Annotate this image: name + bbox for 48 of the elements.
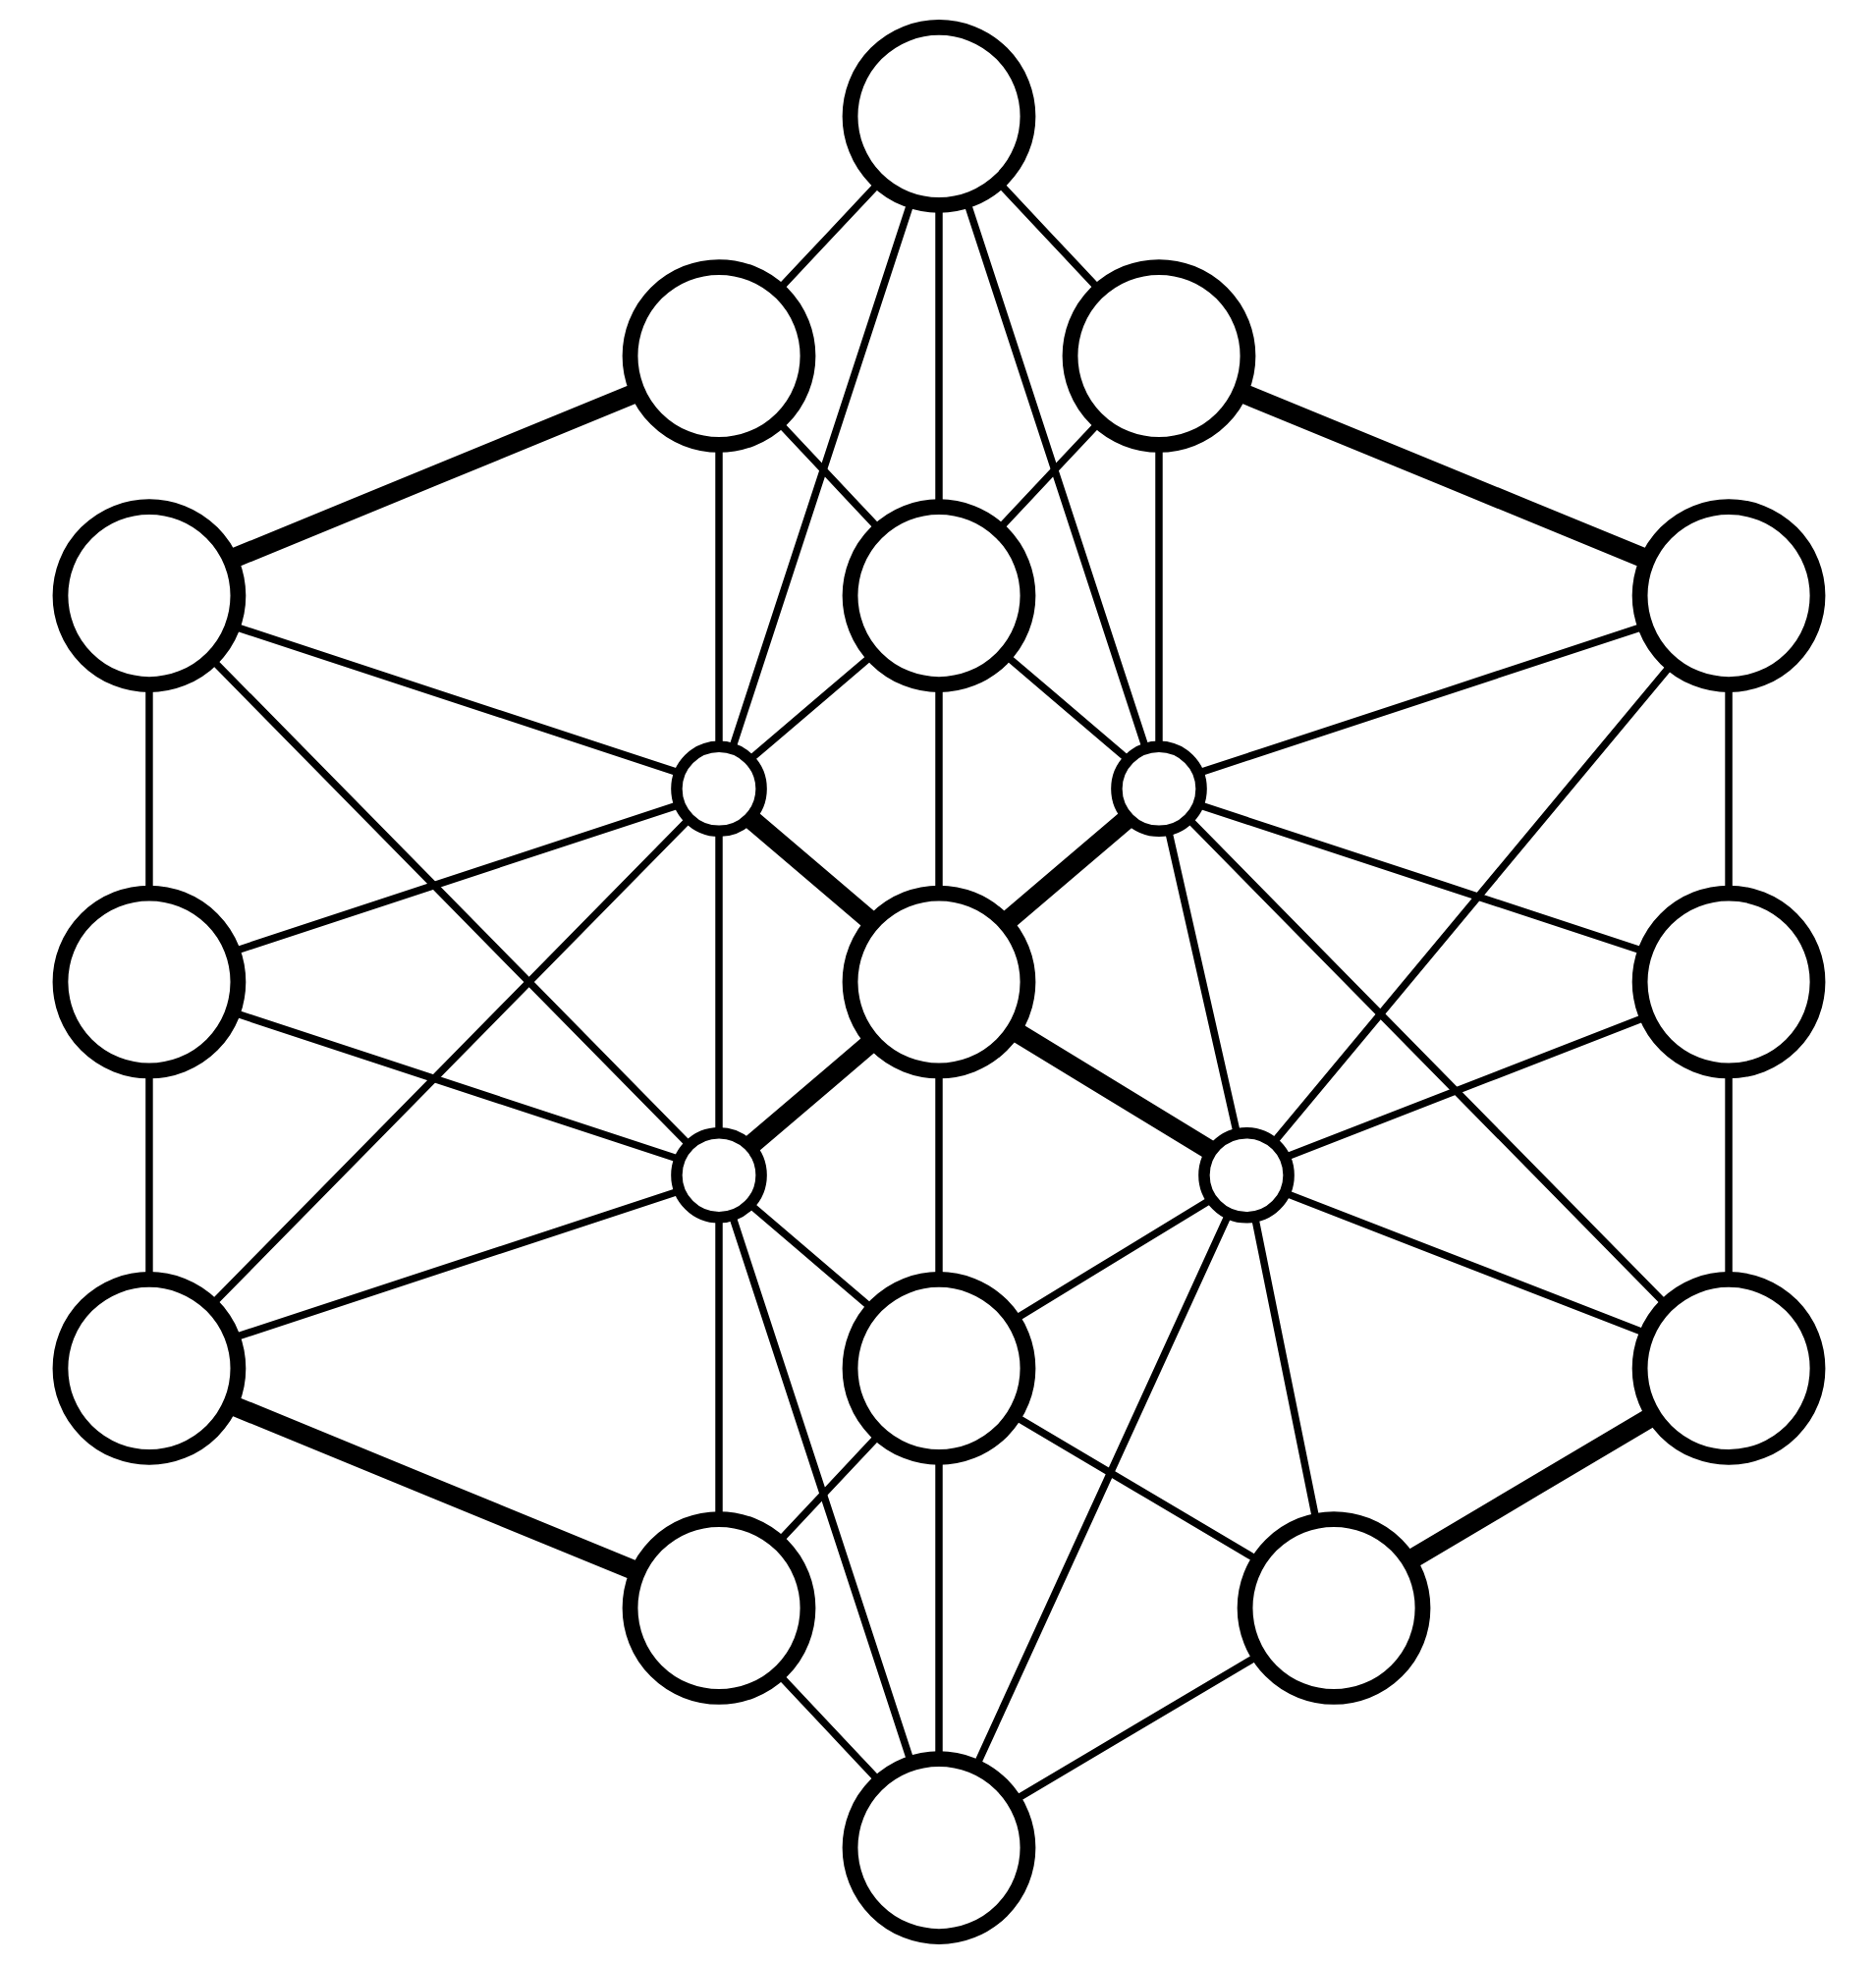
connector	[998, 810, 1133, 930]
connector	[1003, 652, 1130, 763]
node-circle	[51, 885, 246, 1079]
connector	[1008, 1022, 1216, 1160]
node-circle	[1630, 1272, 1825, 1465]
node-circle	[670, 1126, 766, 1224]
node-circle	[621, 259, 815, 453]
node-circle	[841, 20, 1035, 213]
node-circle	[841, 499, 1035, 692]
connector	[995, 180, 1101, 293]
connector	[775, 1432, 881, 1545]
connector	[743, 810, 878, 930]
connector	[1404, 1407, 1658, 1569]
node-circle	[621, 1511, 815, 1705]
connector	[1196, 801, 1645, 955]
connector	[1185, 816, 1668, 1307]
connector	[1163, 829, 1240, 1134]
node-circle	[1630, 499, 1825, 692]
node-circle	[51, 1272, 246, 1465]
connector	[714, 445, 722, 746]
node-circle	[841, 1272, 1035, 1465]
connector	[995, 419, 1101, 532]
node-circle	[1061, 259, 1255, 453]
connector	[208, 816, 691, 1307]
connector	[746, 652, 873, 763]
connector	[775, 419, 881, 532]
connector	[962, 200, 1149, 750]
connector	[1283, 1189, 1647, 1337]
connector	[714, 831, 722, 1132]
connector	[208, 657, 690, 1148]
connector	[727, 200, 914, 750]
connector	[1269, 662, 1674, 1145]
node-circle	[1110, 740, 1206, 838]
node-circle	[841, 885, 1035, 1079]
connector	[1012, 1196, 1213, 1323]
connector	[743, 1034, 878, 1154]
connector	[1154, 445, 1162, 746]
connector	[746, 1202, 874, 1312]
node-circle	[1236, 1511, 1430, 1705]
connector	[1196, 623, 1645, 777]
node-circle	[51, 499, 246, 692]
connector	[1249, 1216, 1319, 1522]
node-circle	[670, 740, 766, 838]
connector	[775, 1671, 881, 1784]
node-circle	[841, 1751, 1035, 1944]
node-circle	[1197, 1126, 1294, 1224]
connector	[775, 180, 881, 293]
node-circle	[1630, 885, 1825, 1079]
